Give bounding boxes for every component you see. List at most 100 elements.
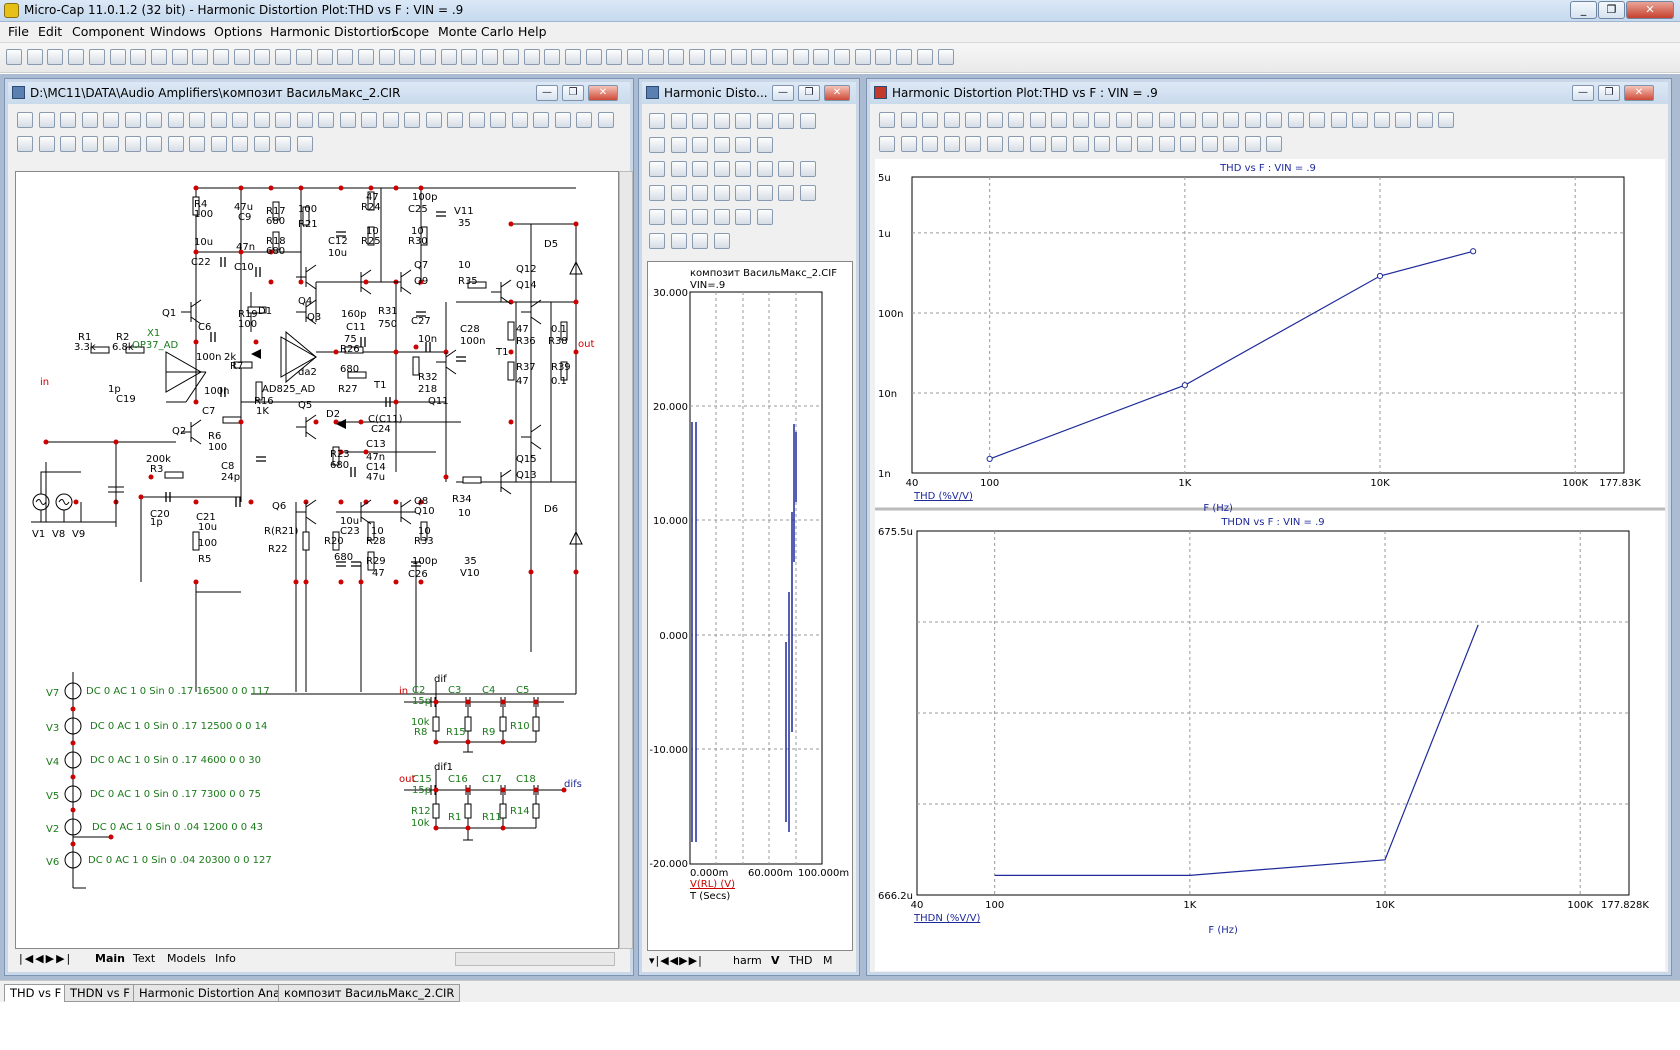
main-tool-icon-28[interactable]: [564, 49, 581, 65]
thd-close-button[interactable]: ✕: [1624, 85, 1654, 101]
schematic-row2-tool-icon-14[interactable]: [296, 136, 313, 152]
harmonic-small-maximize-button[interactable]: ❐: [798, 85, 820, 101]
app-minimize-button[interactable]: _: [1570, 1, 1597, 19]
main-tool-icon-19[interactable]: [378, 49, 395, 65]
thd-row1-tool-icon-5[interactable]: [965, 112, 981, 128]
thd-row1-tool-icon-17[interactable]: [1223, 112, 1239, 128]
schematic-row2-tool-icon-8[interactable]: [167, 136, 184, 152]
harmonic-small-tool-icon-16[interactable]: [670, 161, 687, 177]
thd-row2-tool-icon-9[interactable]: [1051, 136, 1067, 152]
tab-info[interactable]: Info: [215, 952, 236, 965]
thd-row1-tool-icon-23[interactable]: [1352, 112, 1368, 128]
main-tool-icon-30[interactable]: [606, 49, 623, 65]
bottom-tab-thdn-vs-f[interactable]: THDN vs F: [64, 984, 136, 1002]
main-tool-icon-18[interactable]: [357, 49, 374, 65]
tab-models[interactable]: Models: [167, 952, 206, 965]
harmonic-small-tool-icon-6[interactable]: [756, 113, 773, 129]
schematic-row2-tool-icon-1[interactable]: [17, 136, 33, 152]
main-tool-icon-21[interactable]: [420, 49, 436, 65]
schematic-minimize-button[interactable]: —: [536, 85, 558, 101]
main-tool-icon-15[interactable]: [295, 49, 312, 65]
harmonic-small-tool-icon-20[interactable]: [756, 161, 773, 177]
main-tool-icon-3[interactable]: [47, 49, 64, 65]
thd-row2-tool-icon-18[interactable]: [1244, 136, 1261, 152]
schematic-row1-tool-icon-13[interactable]: [275, 112, 291, 128]
hs-ylabel[interactable]: V(RL) (V): [690, 879, 735, 890]
main-tool-icon-11[interactable]: [213, 49, 229, 65]
harmonic-small-tool-icon-39[interactable]: [692, 233, 708, 249]
thd-row1-tool-icon-12[interactable]: [1115, 112, 1132, 128]
hs-tab-nav[interactable]: ▾|◀◀▶▶|: [649, 954, 703, 967]
harmonic-small-tool-icon-34[interactable]: [713, 209, 730, 225]
schematic-row1-tool-icon-27[interactable]: [576, 112, 592, 128]
main-tool-icon-32[interactable]: [647, 49, 664, 65]
harmonic-small-tool-icon-9[interactable]: [649, 137, 665, 153]
harmonic-small-tool-icon-40[interactable]: [713, 233, 730, 249]
harmonic-small-tool-icon-24[interactable]: [670, 185, 687, 201]
schematic-row2-tool-icon-7[interactable]: [146, 136, 162, 152]
main-tool-icon-5[interactable]: [88, 49, 105, 65]
menu-component[interactable]: Component: [72, 24, 145, 39]
harmonic-small-tool-icon-28[interactable]: [756, 185, 773, 201]
main-tool-icon-23[interactable]: [461, 49, 478, 65]
harmonic-small-tool-icon-1[interactable]: [649, 113, 665, 129]
thd-row2-tool-icon-7[interactable]: [1008, 136, 1024, 152]
harmonic-small-tool-icon-33[interactable]: [692, 209, 708, 225]
schematic-row1-tool-icon-21[interactable]: [447, 112, 463, 128]
main-tool-icon-29[interactable]: [585, 49, 602, 65]
thd-row2-tool-icon-10[interactable]: [1072, 136, 1089, 152]
app-close-button[interactable]: ✕: [1626, 1, 1674, 19]
thd-row2-tool-icon-5[interactable]: [965, 136, 981, 152]
harmonic-small-tool-icon-15[interactable]: [649, 161, 665, 177]
schematic-row1-tool-icon-10[interactable]: [210, 112, 227, 128]
schematic-row1-tool-icon-3[interactable]: [60, 112, 76, 128]
harmonic-small-tool-icon-11[interactable]: [692, 137, 708, 153]
main-tool-icon-8[interactable]: [150, 49, 167, 65]
harmonic-small-tool-icon-7[interactable]: [778, 113, 794, 129]
thd-row2-tool-icon-1[interactable]: [879, 136, 895, 152]
main-tool-icon-12[interactable]: [233, 49, 250, 65]
schematic-row1-tool-icon-20[interactable]: [425, 112, 442, 128]
thd-row1-tool-icon-15[interactable]: [1180, 112, 1196, 128]
chart1-ylabel[interactable]: THDN (%V/V): [913, 913, 980, 924]
schematic-row1-tool-icon-14[interactable]: [296, 112, 313, 128]
harmonic-small-tool-icon-10[interactable]: [670, 137, 687, 153]
schematic-row2-tool-icon-11[interactable]: [232, 136, 248, 152]
harmonic-small-tool-icon-18[interactable]: [713, 161, 730, 177]
harmonic-small-tool-icon-3[interactable]: [692, 113, 708, 129]
hs-tab-m[interactable]: M: [823, 954, 833, 967]
schematic-row1-tool-icon-8[interactable]: [167, 112, 184, 128]
schematic-row2-tool-icon-2[interactable]: [38, 136, 55, 152]
harmonic-small-tool-icon-5[interactable]: [735, 113, 751, 129]
thd-row1-tool-icon-1[interactable]: [879, 112, 895, 128]
harmonic-small-tool-icon-22[interactable]: [799, 161, 816, 177]
main-tool-icon-13[interactable]: [254, 49, 271, 65]
thd-row1-tool-icon-22[interactable]: [1330, 112, 1347, 128]
schematic-canvas[interactable]: R1 3.3k R2 6.8k X1 OP37_AD 1p C19 in V1 …: [15, 171, 619, 949]
menu-help[interactable]: Help: [518, 24, 547, 39]
schematic-row1-tool-icon-12[interactable]: [253, 112, 270, 128]
main-tool-icon-43[interactable]: [875, 49, 892, 65]
schematic-row2-tool-icon-12[interactable]: [253, 136, 270, 152]
schematic-row1-tool-icon-17[interactable]: [361, 112, 377, 128]
tab-text[interactable]: Text: [133, 952, 156, 965]
harmonic-small-plot-area[interactable]: композит ВасильМакс_2.CIF VIN=.9 30.000 …: [647, 261, 853, 951]
thd-row2-tool-icon-14[interactable]: [1158, 136, 1175, 152]
menu-harmonic-distortion[interactable]: Harmonic Distortion: [270, 24, 396, 39]
harmonic-small-tool-icon-2[interactable]: [670, 113, 687, 129]
thd-row1-tool-icon-21[interactable]: [1309, 112, 1325, 128]
thd-row2-tool-icon-19[interactable]: [1266, 136, 1282, 152]
main-tool-icon-14[interactable]: [275, 49, 292, 65]
main-tool-icon-31[interactable]: [627, 49, 643, 65]
schematic-row1-tool-icon-16[interactable]: [339, 112, 356, 128]
main-tool-icon-9[interactable]: [171, 49, 188, 65]
menu-monte-carlo[interactable]: Monte Carlo: [438, 24, 514, 39]
main-tool-icon-16[interactable]: [316, 49, 333, 65]
thd-row1-tool-icon-11[interactable]: [1094, 112, 1110, 128]
harmonic-small-tool-icon-26[interactable]: [713, 185, 730, 201]
thd-row1-tool-icon-3[interactable]: [922, 112, 938, 128]
harmonic-small-tool-icon-14[interactable]: [756, 137, 773, 153]
harmonic-small-close-button[interactable]: ✕: [824, 85, 850, 101]
menu-options[interactable]: Options: [214, 24, 263, 39]
schematic-row1-tool-icon-9[interactable]: [189, 112, 205, 128]
